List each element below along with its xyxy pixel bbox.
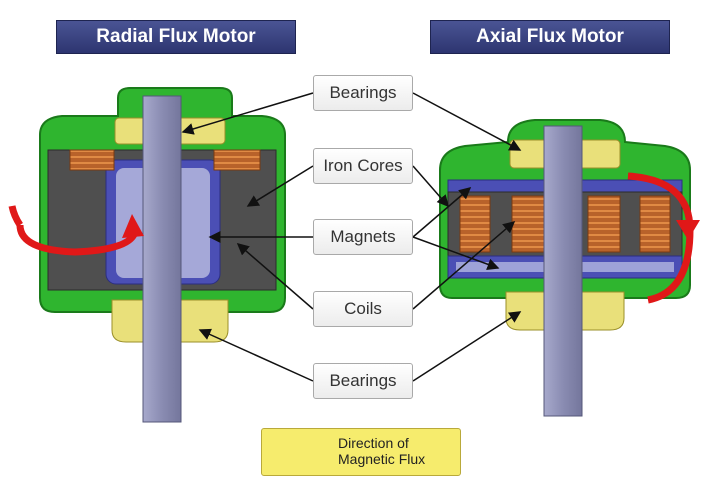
leader-lines (181, 92, 522, 382)
radial-flux-title: Radial Flux Motor (56, 20, 296, 54)
label-bearings-bottom: Bearings (313, 363, 413, 399)
label-coils: Coils (313, 291, 413, 327)
radial-flux-arrow (16, 224, 139, 256)
axial-coil-1 (459, 195, 491, 253)
radial-coil-right (213, 149, 261, 171)
label-magnets: Magnets (313, 219, 413, 255)
radial-motor (8, 87, 286, 423)
flux-legend: Direction of Magnetic Flux (261, 428, 461, 476)
axial-motor (439, 119, 700, 417)
legend-line-1: Direction of (338, 435, 409, 451)
axial-coil-4 (639, 195, 671, 253)
radial-shaft (142, 95, 182, 423)
axial-coil-2 (511, 195, 545, 253)
axial-coil-3 (587, 195, 621, 253)
label-iron-cores: Iron Cores (313, 148, 413, 184)
axial-shaft (543, 125, 583, 417)
legend-line-2: Magnetic Flux (338, 451, 426, 467)
axial-flux-title: Axial Flux Motor (430, 20, 670, 54)
radial-coil-left (69, 149, 115, 171)
label-bearings-top: Bearings (313, 75, 413, 111)
